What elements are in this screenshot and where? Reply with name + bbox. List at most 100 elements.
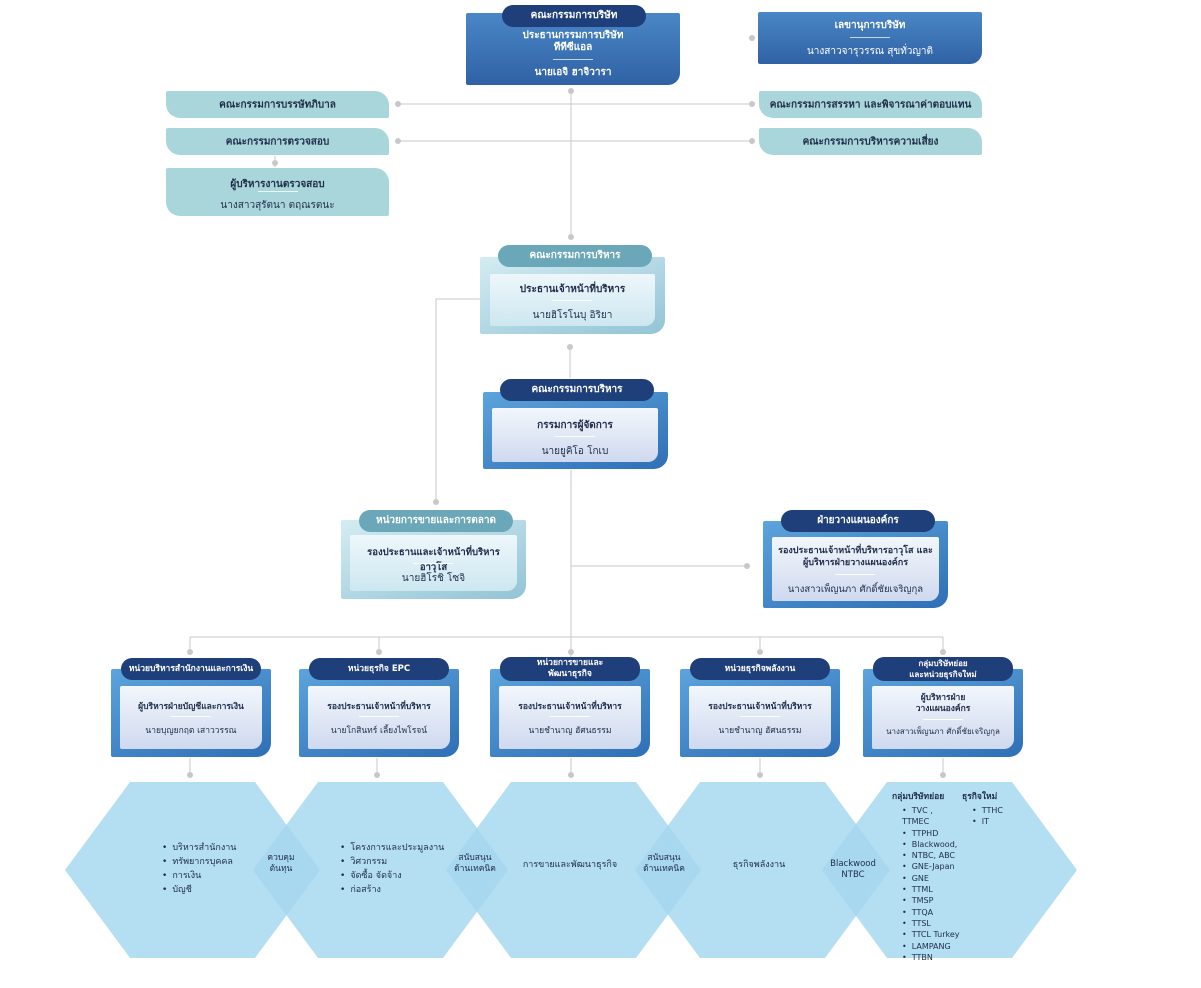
unit-office-card: ผู้บริหารฝ่ายบัญชีและการเงิน นายบุญยกฤต … xyxy=(111,669,271,757)
ceo-pill: คณะกรรมการบริหาร xyxy=(498,245,652,267)
list-item: ทรัพยากรบุคคล xyxy=(162,855,252,869)
list-item: บัญชี xyxy=(162,883,252,897)
unit-name: นายชำนาญ ฮัศนธรรม xyxy=(528,726,612,736)
divider xyxy=(850,37,890,38)
ceo-card-inner: ประธานเจ้าหน้าที่บริหาร นายฮิโรโนบุ อิริ… xyxy=(490,274,655,326)
unit-name: นายบุญยกฤต เสาววรรณ xyxy=(145,726,237,736)
planning-pill: ฝ่ายวางแผนองค์กร xyxy=(781,510,935,532)
unit-card-inner: รองประธานเจ้าหน้าที่บริหาร นายชำนาญ ฮัศน… xyxy=(689,686,831,749)
unit-epc-card: รองประธานเจ้าหน้าที่บริหาร นายโกสินทร์ เ… xyxy=(299,669,459,757)
secretary-title: เลขานุการบริษัท xyxy=(834,20,906,31)
md-card: กรรมการผู้จัดการ นายยูคิโอ โกเบ xyxy=(483,392,668,469)
sales-card: รองประธานและเจ้าหน้าที่บริหารอาวุโส นายฮ… xyxy=(341,520,526,599)
list-item: โครงการและประมูลงาน xyxy=(340,841,460,855)
list-item: GNE-Japan xyxy=(902,861,962,872)
unit-card-inner: ผู้บริหารฝ่าย วางแผนองค์กร นางสาวเพ็ญนภา… xyxy=(872,686,1014,749)
auditor-title: ผู้บริหารงานตรวจสอบ xyxy=(230,179,325,190)
md-name: นายยูคิโอ โกเบ xyxy=(541,446,609,457)
list-item: TTCL Turkey xyxy=(902,929,962,940)
hex-epc-list: โครงการและประมูลงานวิศวกรรมจัดซื้อ จัดจ้… xyxy=(330,841,460,897)
list-item: TMSP xyxy=(902,895,962,906)
md-role: กรรมการผู้จัดการ xyxy=(537,420,613,431)
sales-pill: หน่วยการขายและการตลาด xyxy=(359,510,513,532)
divider xyxy=(171,716,211,717)
committee-label: คณะกรรมการตรวจสอบ xyxy=(225,136,330,147)
divider xyxy=(923,719,963,720)
ceo-card: ประธานเจ้าหน้าที่บริหาร นายฮิโรโนบุ อิริ… xyxy=(480,257,665,334)
list-item: LAMPANG xyxy=(902,941,962,952)
divider xyxy=(258,191,298,192)
committee-risk: คณะกรรมการบริหารความเสี่ยง xyxy=(759,128,982,155)
md-pill: คณะกรรมการบริหาร xyxy=(500,379,654,401)
unit-role: ผู้บริหารฝ่าย วางแผนองค์กร xyxy=(915,693,971,714)
auditor-box: ผู้บริหารงานตรวจสอบ นางสาวสุรัตนา ตฤณรตน… xyxy=(166,168,389,216)
unit-energy-pill: หน่วยธุรกิจพลังงาน xyxy=(690,658,830,680)
sales-card-inner: รองประธานและเจ้าหน้าที่บริหารอาวุโส นายฮ… xyxy=(350,535,517,591)
unit-card-inner: รองประธานเจ้าหน้าที่บริหาร นายโกสินทร์ เ… xyxy=(308,686,450,749)
list-item: IT xyxy=(972,816,1012,827)
board-chair-title: ประธานกรรมการบริษัท ทีทีซีแอล xyxy=(522,30,624,53)
list-item: จัดซื้อ จัดจ้าง xyxy=(340,869,460,883)
overlap-label-cost-control: ควบคุมต้นทุน xyxy=(267,853,295,874)
divider xyxy=(552,300,592,301)
md-card-inner: กรรมการผู้จัดการ นายยูคิโอ โกเบ xyxy=(492,408,658,462)
hex-subsidiaries-list: กลุ่มบริษัทย่อย TVC , TTMECTTPHDBlackwoo… xyxy=(892,789,962,963)
overlap-label-tech-support: สนับสนุนด้านเทคนิค xyxy=(643,853,685,874)
board-pill: คณะกรรมการบริษัท xyxy=(502,5,646,27)
unit-name: นางสาวเพ็ญนภา ศักดิ์ชัยเจริญกุล xyxy=(886,727,1000,736)
sales-name: นายฮิโรชิ โซจิ xyxy=(401,573,466,584)
list-item: TTSL xyxy=(902,918,962,929)
subsidiaries-title: กลุ่มบริษัทย่อย xyxy=(892,792,945,802)
committee-label: คณะกรรมการบรรษัทภิบาล xyxy=(219,99,336,110)
list-item: TVC , TTMEC xyxy=(902,805,962,828)
hex-sales xyxy=(446,782,701,958)
committee-governance: คณะกรรมการบรรษัทภิบาล xyxy=(166,91,389,118)
list-item: Blackwood, xyxy=(902,839,962,850)
unit-epc-pill: หน่วยธุรกิจ EPC xyxy=(309,658,449,680)
unit-sales-card: รองประธานเจ้าหน้าที่บริหาร นายชำนาญ ฮัศน… xyxy=(490,669,650,757)
planning-card: รองประธานเจ้าหน้าที่บริหารอาวุโส และ ผู้… xyxy=(763,521,948,608)
unit-sales-pill: หน่วยการขายและ พัฒนาธุรกิจ xyxy=(500,657,640,681)
sales-role: รองประธานและเจ้าหน้าที่บริหารอาวุโส xyxy=(367,547,500,573)
new-business-title: ธุรกิจใหม่ xyxy=(962,792,998,802)
list-item: วิศวกรรม xyxy=(340,855,460,869)
hex-energy xyxy=(635,782,890,958)
committee-label: คณะกรรมการบริหารความเสี่ยง xyxy=(802,136,939,147)
divider xyxy=(413,563,453,564)
committee-label: คณะกรรมการสรรหา และพิจารณาค่าตอบแทน xyxy=(769,99,972,110)
ceo-role: ประธานเจ้าหน้าที่บริหาร xyxy=(519,284,626,295)
unit-subsidiaries-card: ผู้บริหารฝ่าย วางแผนองค์กร นางสาวเพ็ญนภา… xyxy=(863,669,1023,757)
planning-name: นางสาวเพ็ญนภา ศักดิ์ชัยเจริญกุล xyxy=(787,584,924,595)
secretary-box: เลขานุการบริษัท นางสาวจารุวรรณ สุขทั่วญา… xyxy=(758,12,982,64)
unit-role: รองประธานเจ้าหน้าที่บริหาร xyxy=(708,702,812,712)
divider xyxy=(553,59,593,60)
unit-subsidiaries-pill: กลุ่มบริษัทย่อย และหน่วยธุรกิจใหม่ xyxy=(873,657,1013,681)
unit-role: รองประธานเจ้าหน้าที่บริหาร xyxy=(518,702,622,712)
divider xyxy=(835,574,875,575)
hex-sales-label: การขายและพัฒนาธุรกิจ xyxy=(522,860,618,870)
committee-audit: คณะกรรมการตรวจสอบ xyxy=(166,128,389,155)
list-item: การเงิน xyxy=(162,869,252,883)
list-item: GNE xyxy=(902,873,962,884)
divider xyxy=(740,716,780,717)
unit-name: นายโกสินทร์ เลี้ยงไพโรจน์ xyxy=(330,726,428,736)
list-item: TTML xyxy=(902,884,962,895)
secretary-name: นางสาวจารุวรรณ สุขทั่วญาติ xyxy=(806,46,934,57)
list-item: TTQA xyxy=(902,907,962,918)
auditor-name: นางสาวสุรัตนา ตฤณรตนะ xyxy=(220,200,335,211)
unit-office-pill: หน่วยบริหารสำนักงานและการเงิน xyxy=(121,658,261,680)
overlap-label-tech-support: สนับสนุนด้านเทคนิค xyxy=(454,853,496,874)
list-item: NTBC, ABC xyxy=(902,850,962,861)
unit-role: รองประธานเจ้าหน้าที่บริหาร xyxy=(327,702,431,712)
list-item: TTPHD xyxy=(902,828,962,839)
unit-name: นายชำนาญ ฮัศนธรรม xyxy=(718,726,802,736)
planning-card-inner: รองประธานเจ้าหน้าที่บริหารอาวุโส และ ผู้… xyxy=(772,537,939,601)
unit-energy-card: รองประธานเจ้าหน้าที่บริหาร นายชำนาญ ฮัศน… xyxy=(680,669,840,757)
divider xyxy=(359,716,399,717)
list-item: TTHC xyxy=(972,805,1012,816)
committee-nomination: คณะกรรมการสรรหา และพิจารณาค่าตอบแทน xyxy=(759,91,982,118)
unit-card-inner: ผู้บริหารฝ่ายบัญชีและการเงิน นายบุญยกฤต … xyxy=(120,686,262,749)
ceo-name: นายฮิโรโนบุ อิริยา xyxy=(532,310,613,321)
